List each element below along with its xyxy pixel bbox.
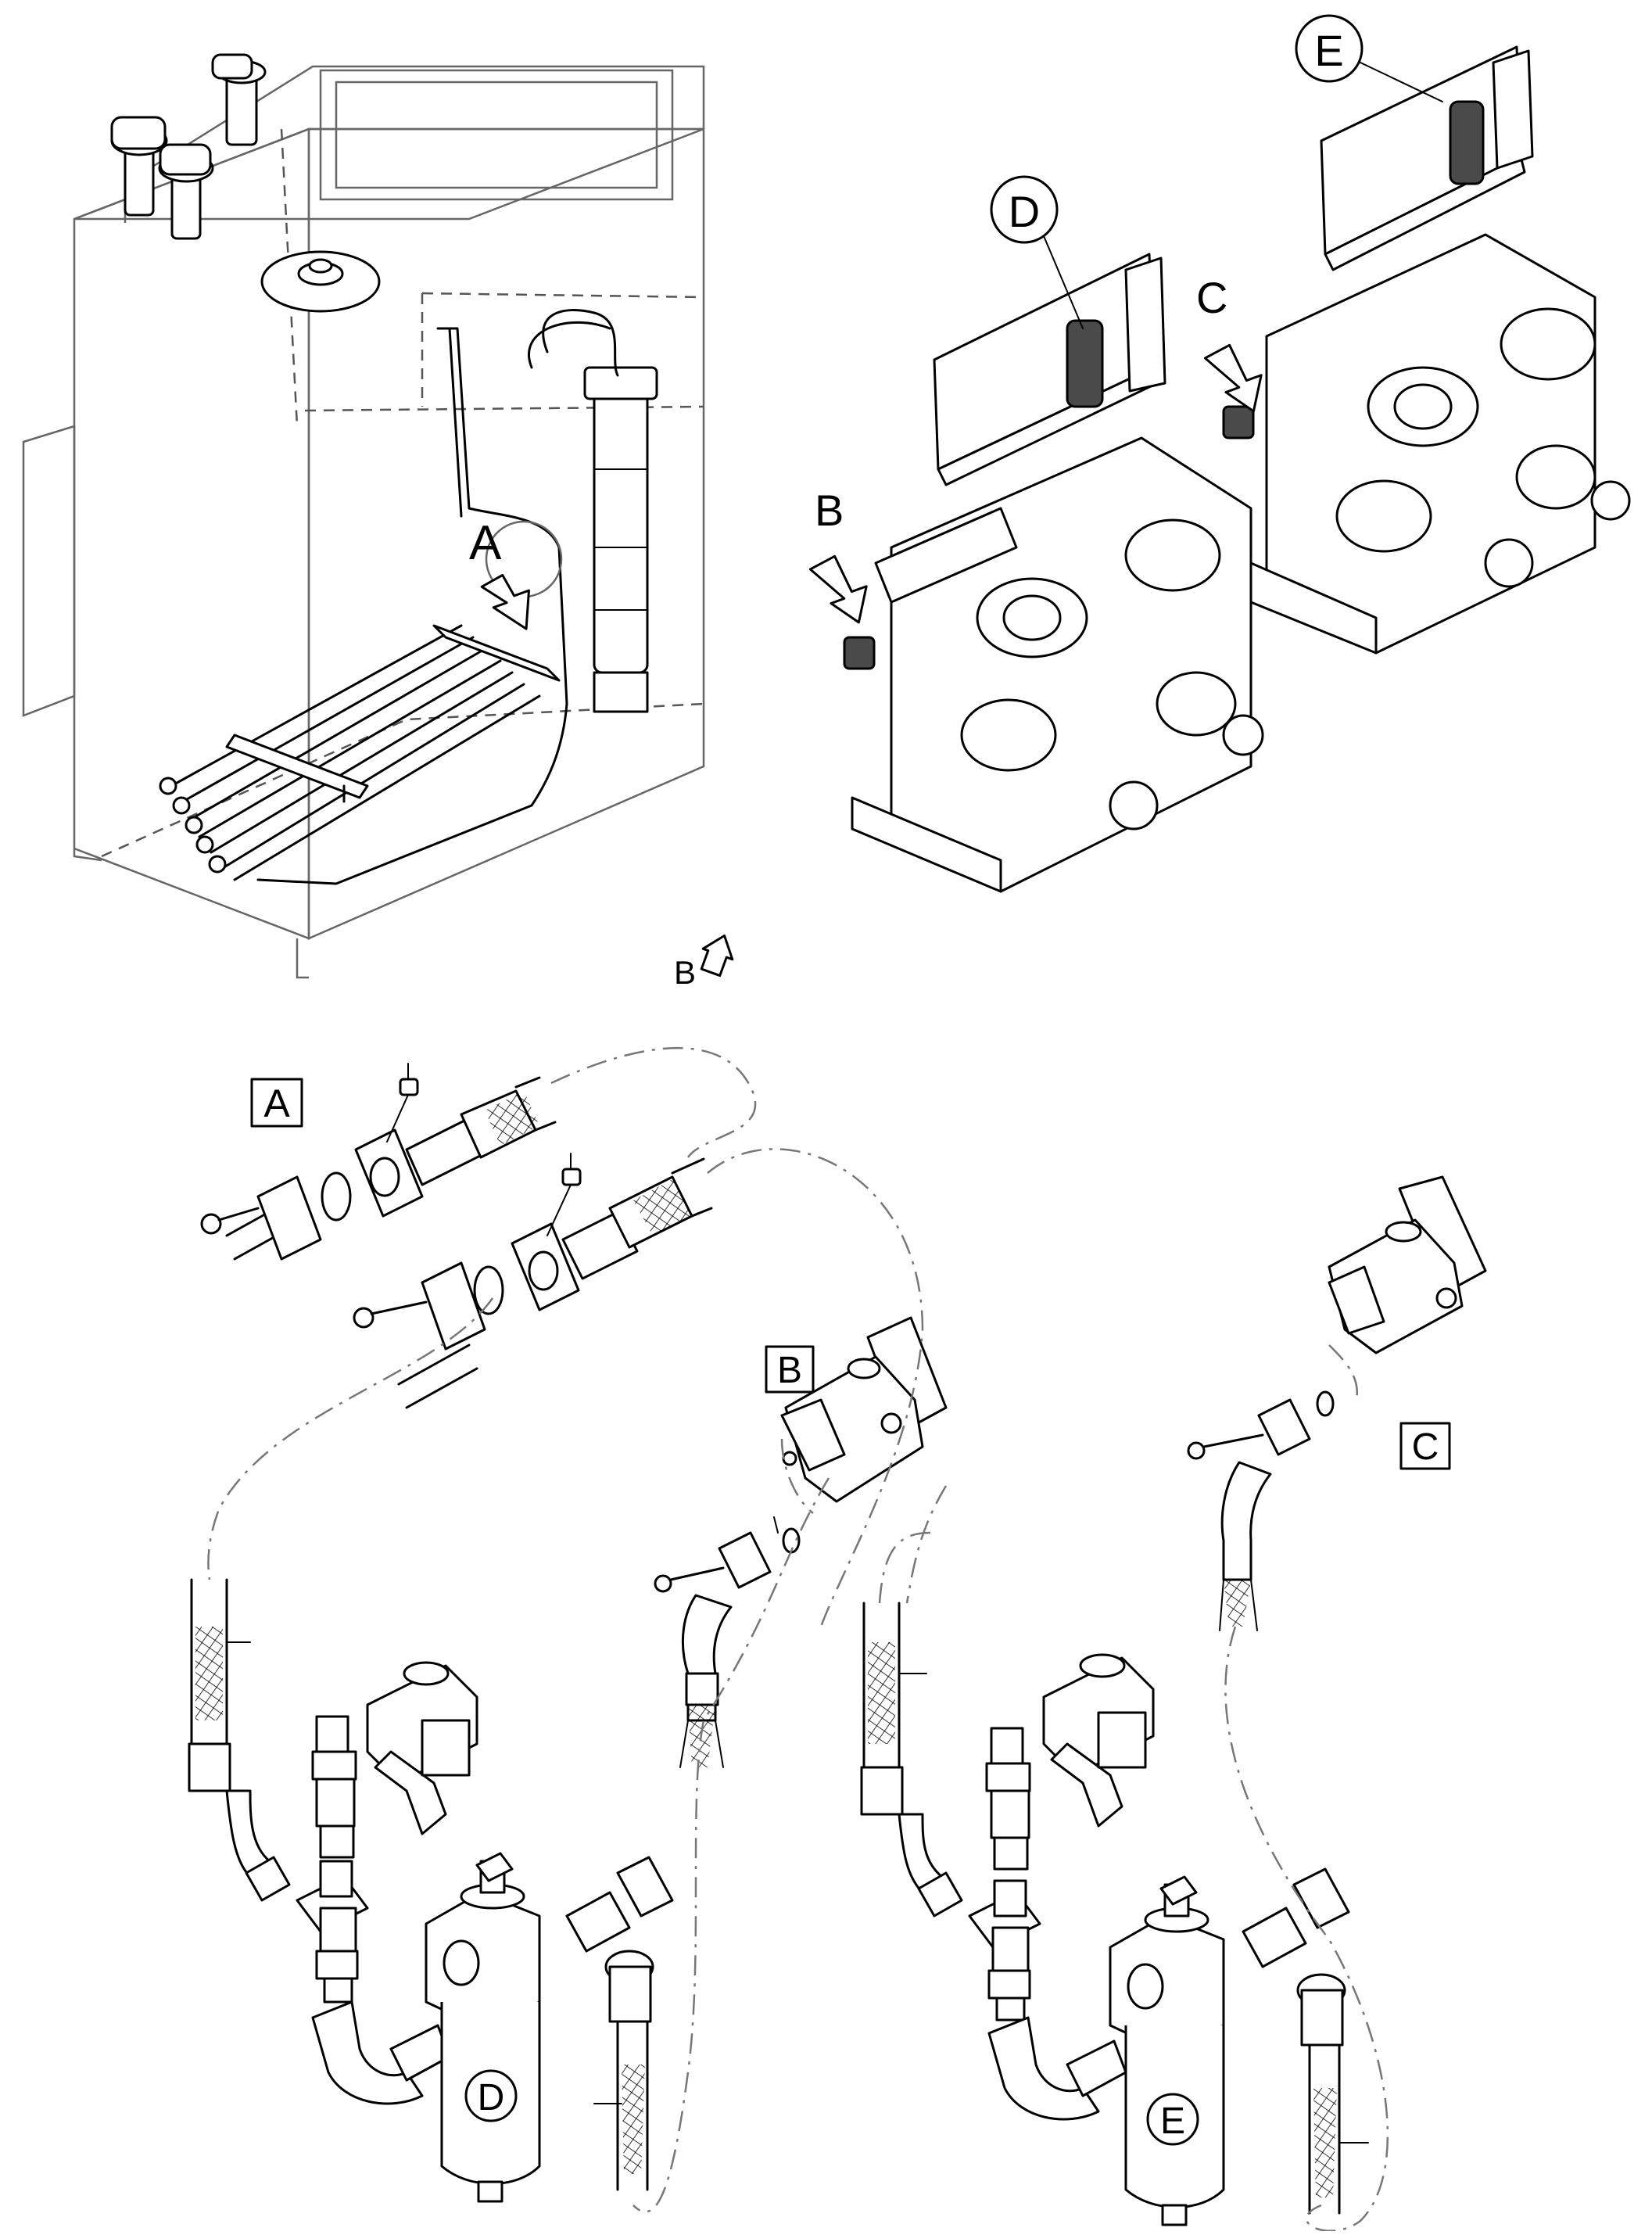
detail-c-label: C — [1412, 1426, 1439, 1468]
pipe-bundle — [159, 624, 561, 881]
machine-cabinet — [22, 53, 705, 979]
bolt-a1 — [200, 1213, 222, 1235]
filter-e-overview — [1449, 100, 1485, 185]
top-knobs — [110, 53, 381, 313]
detail-b: B — [654, 1316, 948, 1768]
bolt-b — [654, 1574, 672, 1593]
hydraulic-unit-d — [843, 226, 1264, 893]
bolt-a2 — [353, 1307, 374, 1329]
connection-phantom-lines — [207, 1046, 1389, 2232]
detail-c: C — [1187, 1175, 1487, 1631]
detail-a-label: A — [263, 1082, 290, 1125]
view-b-reference: B — [674, 935, 734, 991]
filter-assembly-d: D — [188, 1578, 674, 2203]
callout-e-circle: E — [1295, 14, 1364, 83]
detail-a: A — [200, 1063, 713, 1409]
bolt-c — [1187, 1441, 1206, 1460]
port-b-overview — [843, 636, 876, 670]
callout-c-overview: C — [1196, 273, 1263, 413]
detail-b-label: B — [777, 1350, 802, 1391]
callout-e-label: E — [1314, 26, 1343, 75]
callout-c-label: C — [1196, 273, 1227, 322]
detail-b-box — [765, 1345, 815, 1394]
filter-e-label: E — [1160, 2100, 1185, 2142]
callout-d-label: D — [1009, 187, 1040, 236]
port-c-overview — [1222, 405, 1255, 439]
view-b-ref-label: B — [674, 954, 696, 991]
detail-a-box — [250, 1078, 303, 1128]
vertical-column-assembly — [528, 309, 658, 713]
hydraulic-unit-e — [1222, 45, 1631, 655]
callout-b-overview: B — [808, 486, 868, 624]
filter-assembly-e: E — [860, 1602, 1369, 2226]
filter-d-label: D — [478, 2077, 505, 2118]
callout-a-label: A — [469, 516, 502, 570]
callout-a-overview: A — [469, 516, 530, 630]
nut-a1 — [399, 1078, 419, 1096]
filter-e-marker — [1146, 2093, 1199, 2146]
filter-d-overview — [1066, 319, 1104, 408]
detail-c-box — [1399, 1422, 1451, 1470]
filter-d-marker — [464, 2069, 518, 2122]
callout-d-circle: D — [990, 175, 1059, 244]
nut-a2 — [561, 1168, 582, 1186]
callout-b-label: B — [815, 486, 844, 535]
